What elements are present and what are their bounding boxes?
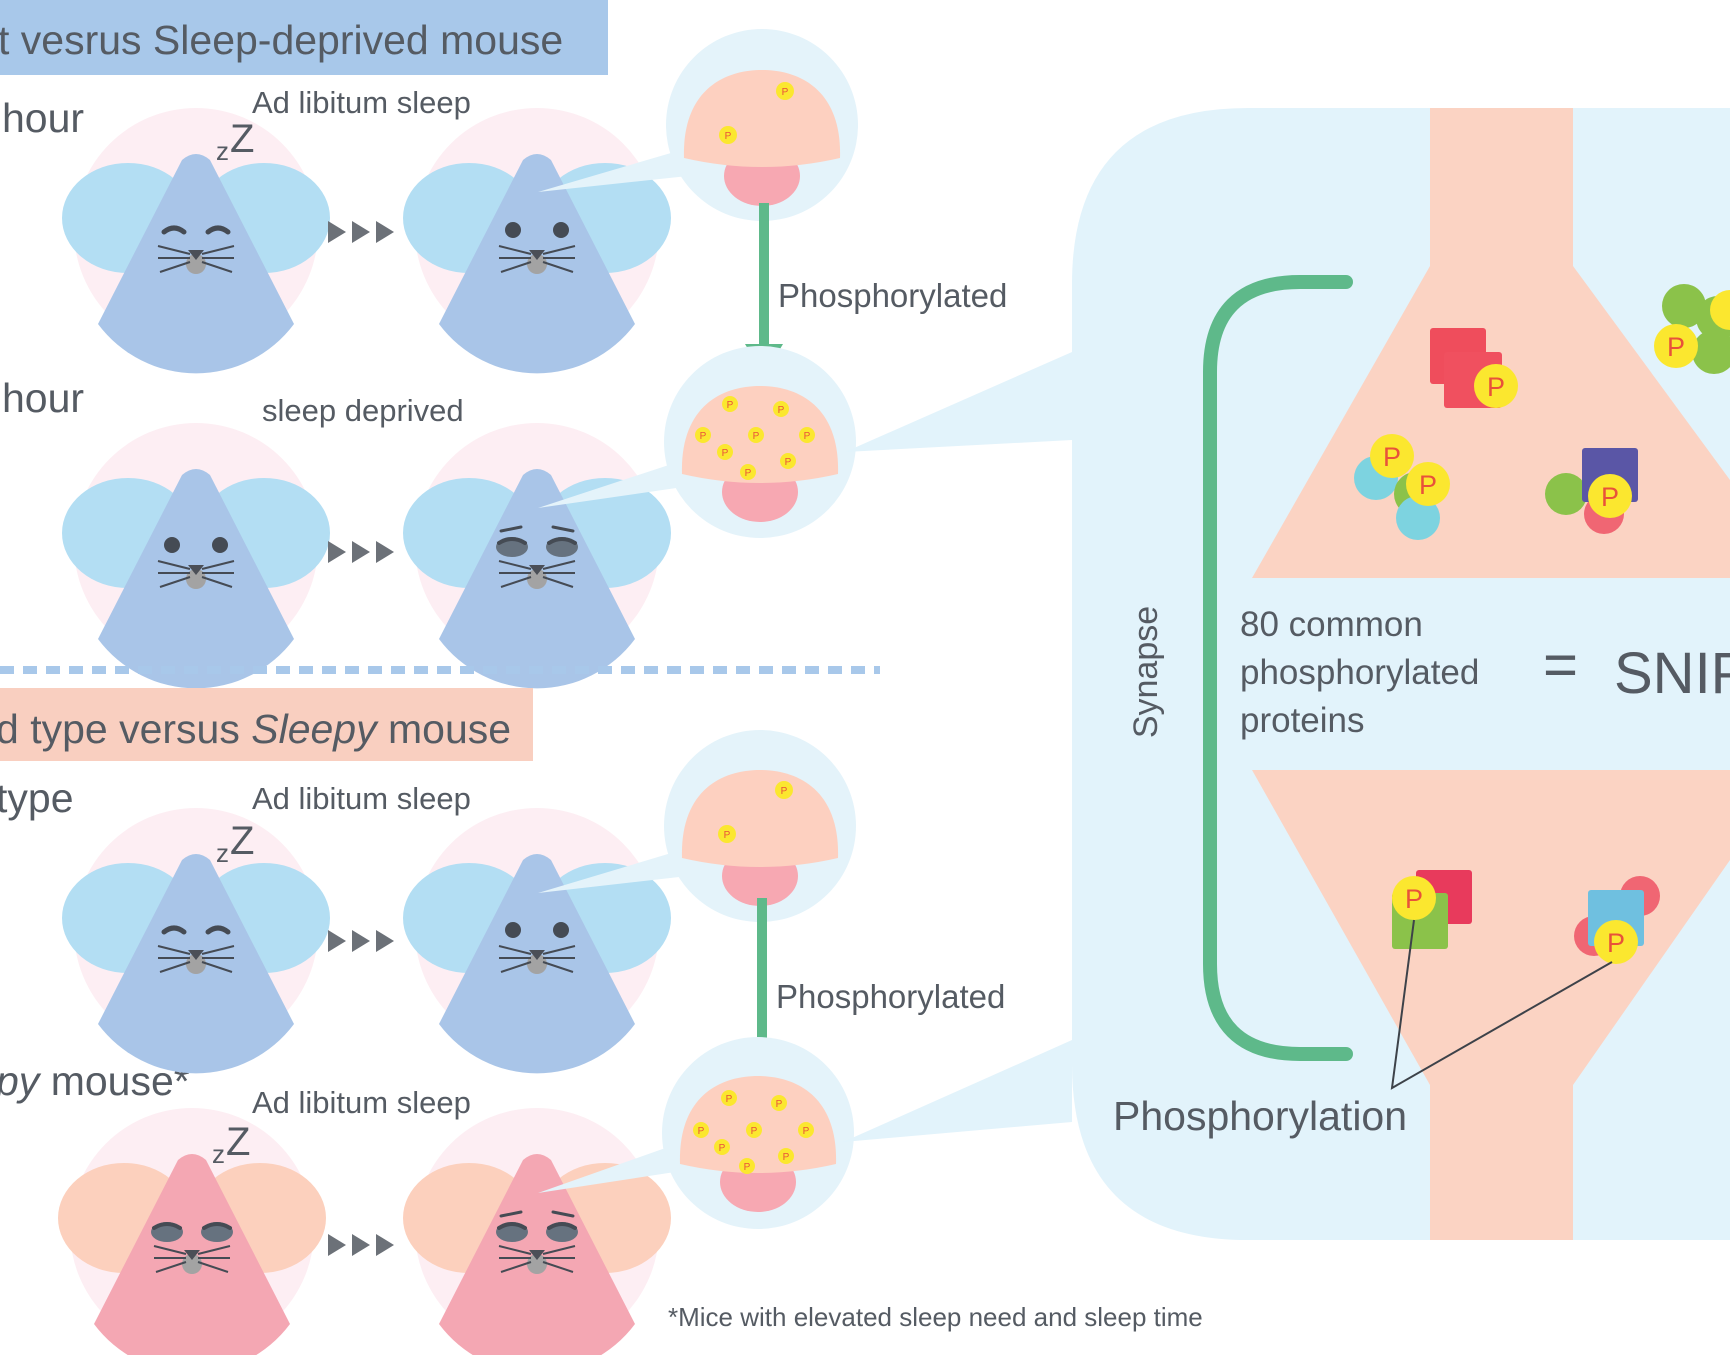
zoom-connector — [843, 1040, 1072, 1142]
svg-text:Z: Z — [230, 819, 254, 863]
svg-text:P: P — [776, 1099, 783, 1110]
common-proteins-line3: proteins — [1240, 701, 1365, 740]
svg-text:P: P — [698, 1126, 705, 1137]
svg-text:P: P — [719, 1143, 726, 1154]
svg-text:P: P — [700, 431, 707, 442]
svg-text:P: P — [1667, 332, 1685, 362]
bubble-pointer — [538, 458, 690, 508]
zzz-icon: z Z — [216, 819, 254, 868]
phosphorylation-pointer — [1390, 919, 1613, 1090]
panel-a-arrow-label: Phosphorylated — [778, 277, 1007, 314]
bubble-pointer — [538, 848, 688, 893]
svg-text:P: P — [1383, 442, 1401, 472]
common-proteins-line2: phosphorylated — [1240, 653, 1479, 692]
svg-text:P: P — [753, 431, 760, 442]
zzz-icon: z Z — [212, 1120, 250, 1169]
triple-arrow-icon — [328, 541, 394, 563]
svg-text:P: P — [724, 830, 731, 841]
svg-text:P: P — [803, 1126, 810, 1137]
protein-cluster: P — [1654, 284, 1730, 374]
mouse-sleeping-icon — [62, 108, 330, 373]
panel-a-row1-caption: Ad libitum sleep — [252, 85, 471, 120]
svg-text:z: z — [212, 1139, 225, 1169]
synapse-label: Synapse — [1127, 606, 1165, 738]
phospho-marker-group: P P — [719, 82, 794, 144]
svg-text:P: P — [727, 400, 734, 411]
svg-text:z: z — [216, 136, 229, 166]
bubble-pointer — [538, 1140, 688, 1193]
panel-b-header-bg — [0, 688, 533, 761]
panel-a-header: t vesrus Sleep-deprived mouse — [0, 17, 563, 63]
sleepy-mouse-sleeping-icon — [56, 1106, 328, 1355]
svg-text:P: P — [725, 131, 732, 142]
zoom-connector — [845, 352, 1072, 452]
mouse-awake-icon — [61, 422, 331, 690]
synapse-bracket — [1203, 275, 1353, 1061]
svg-text:P: P — [1419, 470, 1437, 500]
panel-a-row1-label: hour — [2, 95, 84, 141]
panel-b-header: d type versus Sleepy mouse — [0, 706, 511, 752]
phosphorylation-label: Phosphorylation — [1113, 1093, 1407, 1139]
svg-text:P: P — [1487, 372, 1505, 402]
common-proteins-line1: 80 common — [1240, 605, 1423, 644]
svg-text:P: P — [1405, 884, 1423, 914]
sleepy-mouse-tired-icon — [401, 1106, 673, 1355]
mouse-sleeping-icon — [62, 808, 330, 1073]
triple-arrow-icon — [328, 221, 394, 243]
svg-text:Z: Z — [226, 1120, 250, 1164]
triple-arrow-icon — [328, 930, 394, 952]
snip-label: SNIP — [1614, 641, 1730, 706]
panel-b-row2-caption: Ad libitum sleep — [252, 1085, 471, 1120]
svg-text:P: P — [751, 1126, 758, 1137]
triple-arrow-icon — [328, 1234, 394, 1256]
svg-text:P: P — [781, 786, 788, 797]
zzz-icon: z Z — [216, 117, 254, 166]
protein-cluster: P — [1545, 448, 1638, 534]
svg-text:P: P — [726, 1094, 733, 1105]
panel-b-row1-label: type — [0, 775, 74, 821]
svg-text:P: P — [1601, 482, 1619, 512]
svg-text:P: P — [785, 457, 792, 468]
equals-sign: = — [1543, 631, 1578, 698]
svg-text:P: P — [778, 405, 785, 416]
svg-text:P: P — [804, 431, 811, 442]
bubble-pointer — [538, 148, 688, 192]
panel-b-row1-caption: Ad libitum sleep — [252, 781, 471, 816]
svg-text:P: P — [1607, 928, 1625, 958]
svg-text:P: P — [722, 448, 729, 459]
svg-text:P: P — [783, 1152, 790, 1163]
mouse-awake-icon — [402, 107, 672, 375]
svg-text:Z: Z — [230, 117, 254, 161]
mouse-awake-icon — [402, 807, 672, 1075]
phospho-marker-group: P P — [718, 781, 793, 843]
phospho-marker-group: P P P P P P P P — [693, 1090, 814, 1174]
footnote: *Mice with elevated sleep need and sleep… — [668, 1302, 1203, 1332]
panel-a-row2-label: hour — [2, 375, 84, 421]
svg-text:P: P — [744, 1162, 751, 1173]
svg-text:z: z — [216, 838, 229, 868]
protein-cluster: P — [1430, 328, 1518, 408]
svg-text:P: P — [782, 87, 789, 98]
panel-a-header-bg — [0, 0, 608, 75]
protein-cluster: P P — [1354, 434, 1450, 540]
panel-b-arrow-label: Phosphorylated — [776, 978, 1005, 1015]
phospho-marker-group: P P P P P P P P — [695, 396, 815, 480]
protein-cluster: P — [1392, 870, 1472, 949]
protein-cluster: P — [1574, 876, 1660, 964]
panel-a-row2-caption: sleep deprived — [262, 393, 464, 428]
mouse-tired-icon — [401, 421, 673, 691]
svg-text:P: P — [745, 468, 752, 479]
postsynaptic-neuron — [1252, 770, 1730, 1240]
